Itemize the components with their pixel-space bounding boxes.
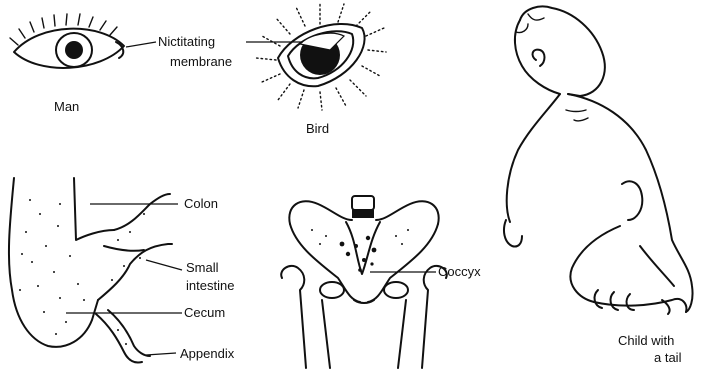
man-label: Man <box>54 99 79 114</box>
nictitating-membrane-label-line1: Nictitating <box>158 34 215 49</box>
bird-label: Bird <box>306 121 329 136</box>
bird-eye-illustration <box>256 4 386 110</box>
appendix-label: Appendix <box>180 346 235 361</box>
small-intestine-leader <box>146 260 182 270</box>
coccyx-label: Coccyx <box>438 264 481 279</box>
small-intestine-label-line2: intestine <box>186 278 234 293</box>
nictitating-leader-man <box>126 42 156 47</box>
cecum-label: Cecum <box>184 305 225 320</box>
human-eye-illustration <box>10 14 124 68</box>
intestine-illustration <box>9 178 172 363</box>
appendix-leader <box>146 353 176 355</box>
nictitating-membrane-label-line2: membrane <box>170 54 232 69</box>
pelvis-illustration <box>281 196 447 368</box>
child-with-a-tail-label-line1: Child with <box>618 333 674 348</box>
small-intestine-label-line1: Small <box>186 260 219 275</box>
colon-label: Colon <box>184 196 218 211</box>
child-with-a-tail-label-line2: a tail <box>654 350 682 365</box>
child-illustration <box>504 7 693 315</box>
